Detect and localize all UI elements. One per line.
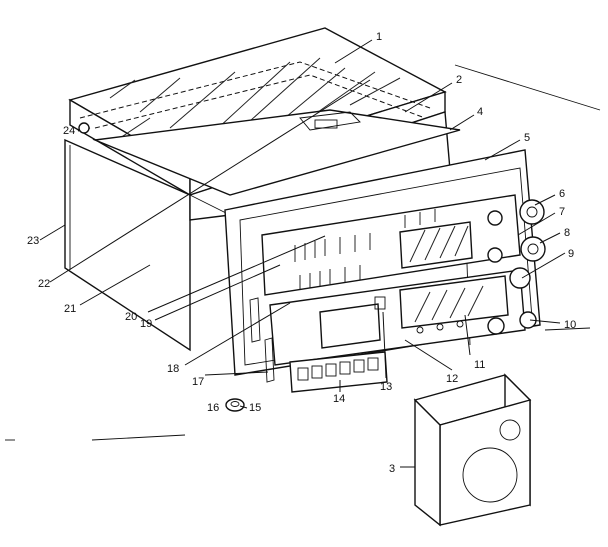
drawing-border-lines: [5, 64, 601, 441]
receiver-section: [261, 194, 521, 296]
callout-9: 9: [568, 248, 574, 260]
callout-3: 3: [389, 463, 395, 475]
callout-14: 14: [333, 393, 345, 405]
screw-24: [78, 122, 90, 134]
callout-20: 20: [125, 311, 137, 323]
callout-7: 7: [559, 206, 565, 218]
cassette-section: [269, 269, 526, 366]
callout-6: 6: [559, 188, 565, 200]
callout-15: 15: [249, 402, 261, 414]
control-knobs: [487, 199, 546, 335]
callout-23: 23: [27, 235, 39, 247]
callout-1: 1: [376, 31, 382, 43]
callout-2: 2: [456, 74, 462, 86]
leader-lines: [39, 39, 566, 468]
cabinet-foot: [225, 398, 245, 412]
callout-11: 11: [474, 359, 485, 371]
callout-10: 10: [564, 319, 576, 331]
callout-8: 8: [564, 227, 570, 239]
callout-18: 18: [167, 363, 179, 375]
callout-labels: 1 2 3 4 5 6 7 8 9 10 11 12 13 14 15 16 1…: [27, 31, 576, 475]
speaker-cabinet: [413, 373, 532, 527]
turntable-deck: [92, 109, 461, 196]
callout-17: 17: [192, 376, 204, 388]
side-brackets: [249, 296, 386, 383]
callout-4: 4: [477, 106, 483, 118]
callout-19: 19: [140, 318, 152, 330]
callout-5: 5: [524, 132, 530, 144]
callout-13: 13: [380, 381, 392, 393]
push-button-strip: [289, 351, 388, 393]
callout-22: 22: [38, 278, 50, 290]
callout-24: 24: [63, 125, 75, 137]
callout-12: 12: [446, 373, 458, 385]
callout-21: 21: [64, 303, 76, 315]
callout-16: 16: [207, 402, 219, 414]
